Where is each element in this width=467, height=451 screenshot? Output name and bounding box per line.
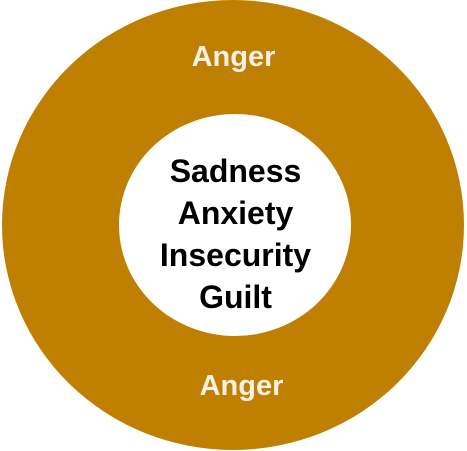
inner-emotions-list: Sadness Anxiety Insecurity Guilt xyxy=(0,150,467,318)
outer-label-top: Anger xyxy=(191,41,276,73)
inner-circle xyxy=(119,114,351,336)
inner-emotion-item: Sadness xyxy=(169,153,302,189)
inner-emotion-item: Guilt xyxy=(199,279,272,315)
inner-emotion-item: Insecurity xyxy=(159,237,312,273)
inner-emotion-item: Anxiety xyxy=(177,195,294,231)
outer-label-bottom: Anger xyxy=(199,370,284,402)
